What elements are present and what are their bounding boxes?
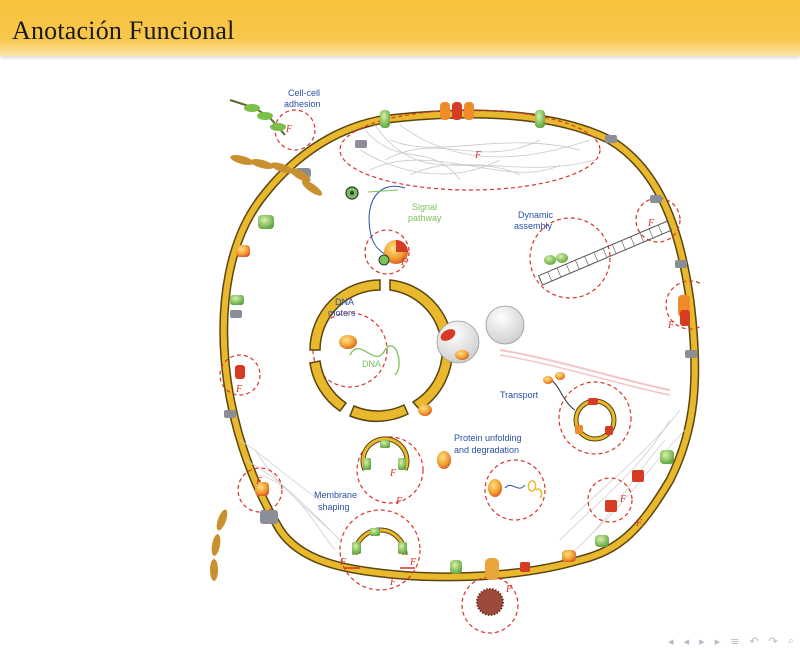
cytoskeleton-bottom-right <box>559 409 686 551</box>
label-cell-cell-adhesion-2: adhesion <box>284 99 321 109</box>
label-dna-motors-1: DNA <box>335 297 354 307</box>
membrane-shaping <box>345 436 415 569</box>
svg-text:F: F <box>389 468 397 479</box>
dna-motor-ring <box>309 279 454 423</box>
nav-back-icon[interactable]: ↶ <box>749 634 759 648</box>
label-signal-pathway-2: pathway <box>408 213 442 223</box>
svg-text:F: F <box>395 496 403 507</box>
svg-text:F: F <box>635 518 643 529</box>
svg-text:F: F <box>285 124 293 135</box>
label-protein-unfolding-2: and degradation <box>454 445 519 455</box>
label-dynamic-assembly-2: assembly <box>514 221 553 231</box>
label-signal-pathway-1: Signal <box>412 202 437 212</box>
nav-list-icon[interactable]: ≡ <box>730 634 740 648</box>
svg-text:F: F <box>255 476 263 487</box>
proteasome-complex-2 <box>485 305 525 345</box>
svg-text:F: F <box>619 494 627 505</box>
svg-text:F: F <box>339 557 347 568</box>
dynamic-assembly-filament <box>537 220 673 286</box>
nav-search-icon[interactable]: ⌕ <box>787 634 794 647</box>
label-dna: DNA <box>362 359 381 369</box>
cytoskeleton-bottom-left <box>239 439 341 551</box>
adhesion-molecules <box>210 99 323 581</box>
label-membrane-shaping-1: Membrane <box>314 490 357 500</box>
svg-text:F: F <box>474 150 482 161</box>
svg-text:F: F <box>647 218 655 229</box>
dna-strand <box>349 345 400 376</box>
function-markers: F F F F F F F F F F F F F F F <box>235 124 675 595</box>
nav-first-icon[interactable]: ◂ <box>668 634 674 648</box>
nav-next-icon[interactable]: ▸ <box>699 634 705 648</box>
label-dna-motors-2: motors <box>328 308 356 318</box>
membrane-proteins <box>224 102 697 580</box>
signal-pathway <box>345 185 408 266</box>
slide-navigation: ◂ ◂ ▸ ▸ ≡ ↶ ↷ ⌕ <box>668 633 794 649</box>
svg-text:F: F <box>389 577 397 588</box>
slide-title-bar: Anotación Funcional <box>0 0 800 56</box>
cell-diagram-svg: Cell-cell adhesion Signal pathway Dynami… <box>210 88 715 634</box>
virus-particle <box>476 588 504 616</box>
transport-vesicle <box>499 349 671 442</box>
nav-forward-icon[interactable]: ↷ <box>768 634 778 648</box>
slide-title: Anotación Funcional <box>12 16 235 45</box>
label-protein-unfolding-1: Protein unfolding <box>454 433 522 443</box>
dna-motor-protein <box>339 335 357 349</box>
label-cell-cell-adhesion-1: Cell-cell <box>288 88 320 98</box>
dashed-function-regions <box>219 109 715 634</box>
label-transport: Transport <box>500 390 539 400</box>
nav-last-icon[interactable]: ▸ <box>714 634 721 648</box>
svg-text:F: F <box>235 384 243 395</box>
cell-function-diagram: Cell-cell adhesion Signal pathway Dynami… <box>200 80 715 640</box>
cytoskeleton-top <box>359 124 596 181</box>
label-membrane-shaping-2: shaping <box>318 502 350 512</box>
protein-degradation <box>418 404 543 499</box>
svg-text:F: F <box>505 584 513 595</box>
nav-prev-icon[interactable]: ◂ <box>683 634 690 648</box>
svg-text:F: F <box>667 320 675 331</box>
label-dynamic-assembly-1: Dynamic <box>518 210 554 220</box>
svg-text:F: F <box>409 557 417 568</box>
svg-text:F: F <box>400 257 408 268</box>
